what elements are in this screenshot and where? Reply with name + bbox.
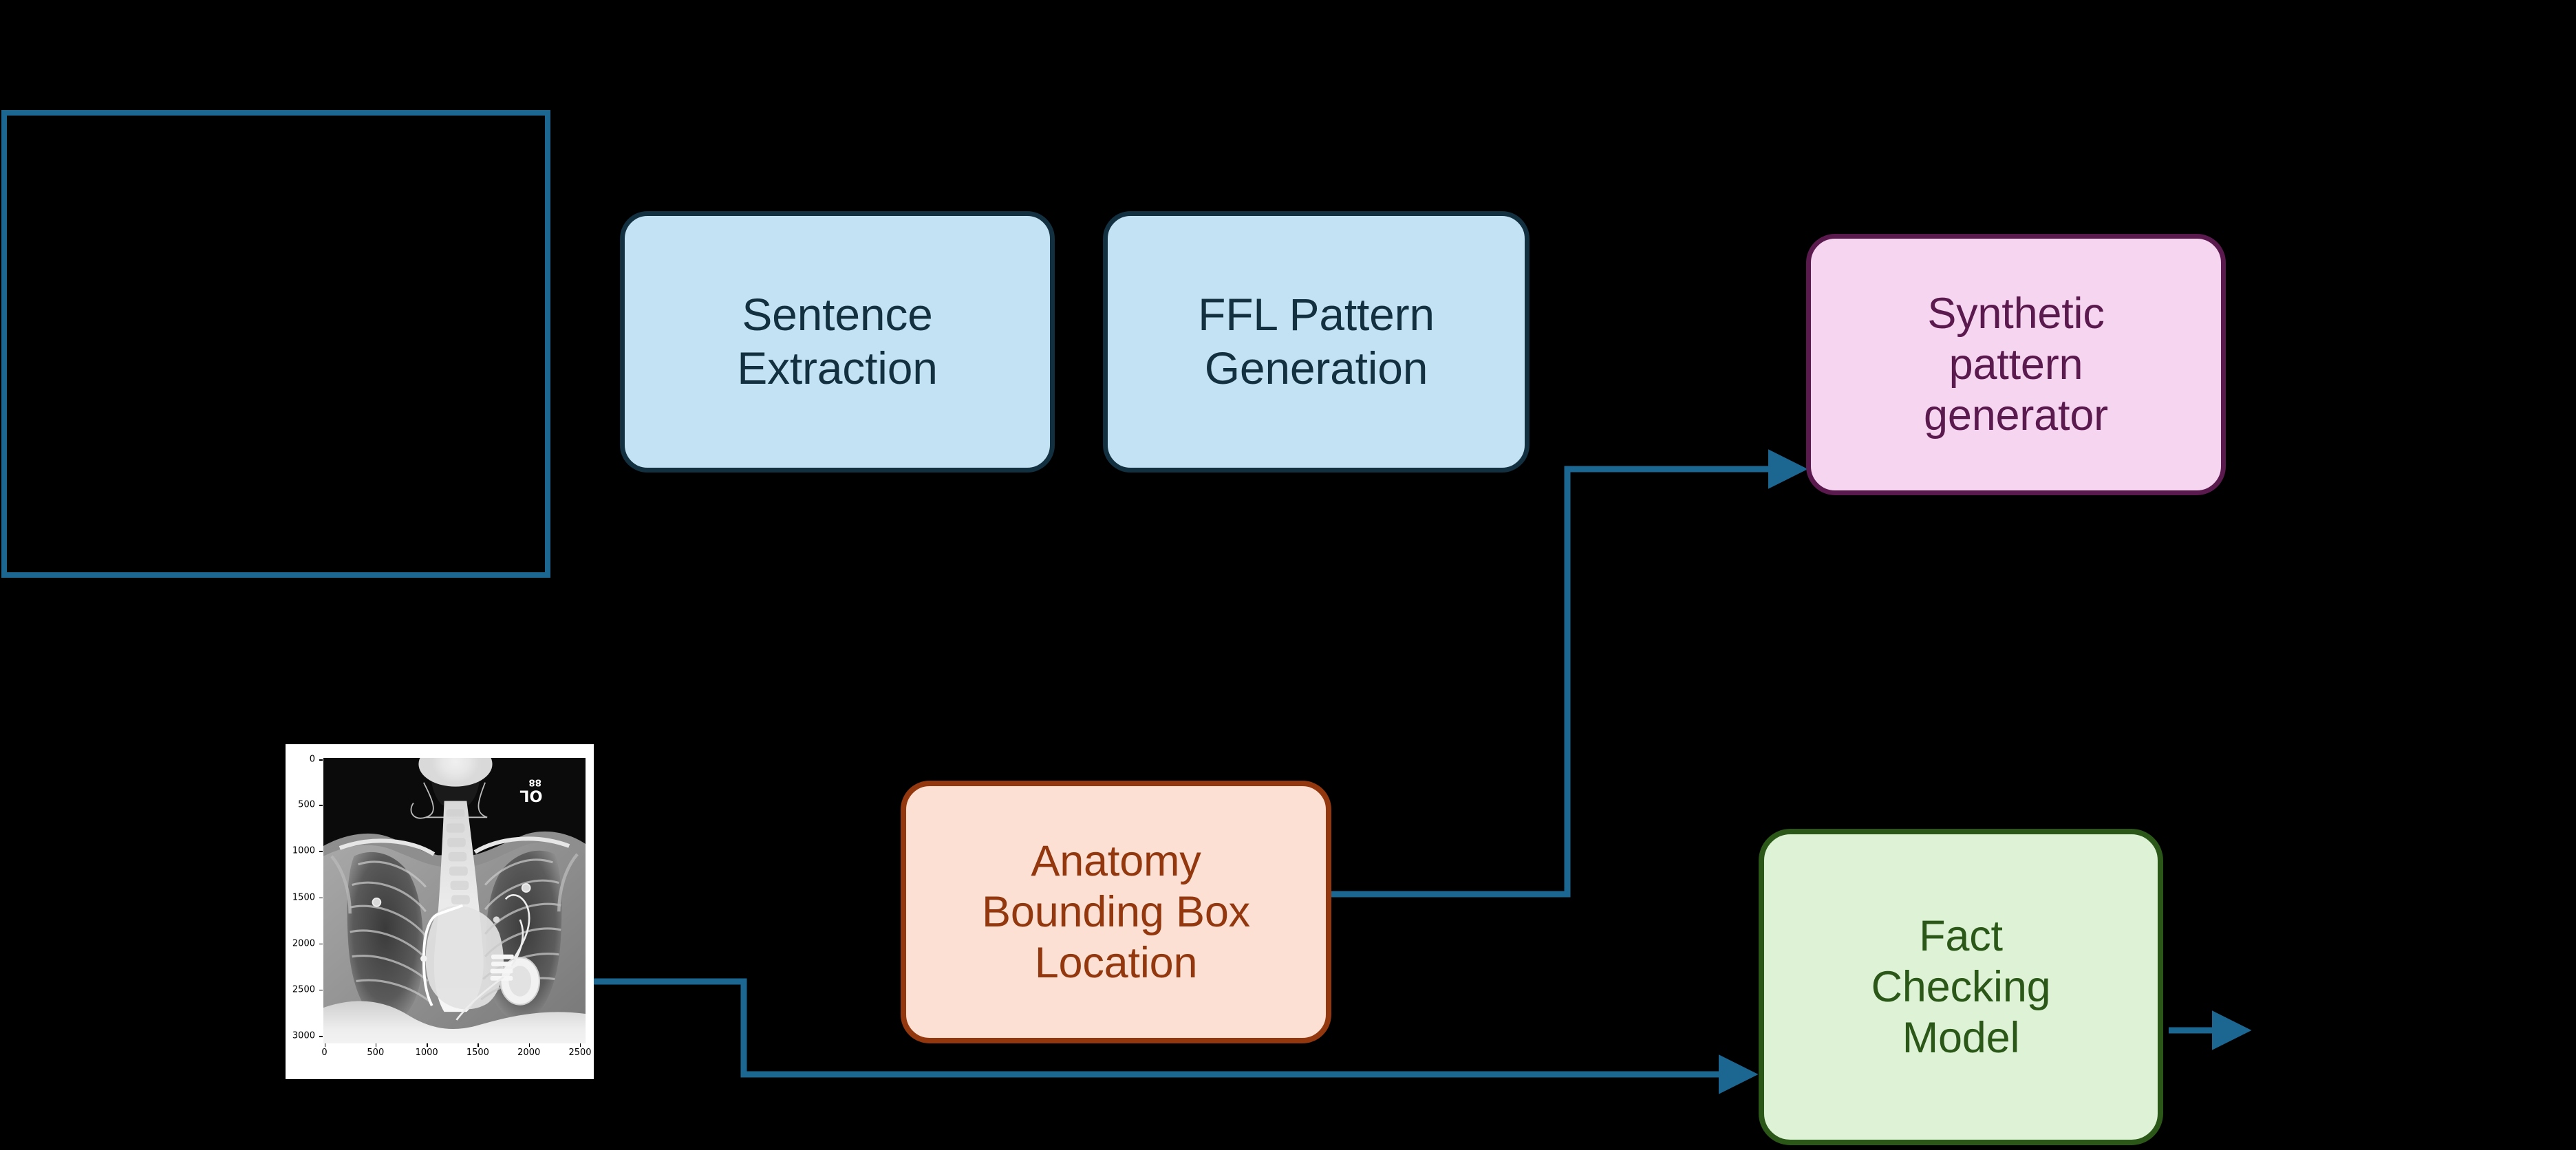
empty-placeholder-frame [1,110,550,578]
x-tick-0: 0 [321,1048,328,1058]
y-tick-1000: 1000 [292,845,315,856]
node-fact-checking-model-label: Fact Checking Model [1871,911,2051,1063]
x-tick-500: 500 [367,1048,385,1058]
x-tick-1000: 1000 [415,1048,438,1058]
node-sentence-extraction-label: Sentence Extraction [737,289,938,393]
xray-y-tickmarks [319,758,323,1043]
node-ffl-pattern-generation[interactable]: FFL Pattern Generation [1103,211,1530,473]
y-tick-1500: 1500 [292,892,315,903]
node-sentence-extraction[interactable]: Sentence Extraction [620,211,1055,473]
x-tick-2000: 2000 [517,1048,541,1058]
svg-text:88: 88 [528,777,541,787]
node-ffl-pattern-generation-label: FFL Pattern Generation [1198,289,1435,393]
node-anatomy-bounding-box-location-label: Anatomy Bounding Box Location [982,836,1250,988]
y-tick-500: 500 [298,799,315,810]
xray-y-axis: 0 500 1000 1500 2000 2500 3000 [283,754,319,1043]
connector-anatomy-to-synthetic [1331,449,1808,898]
svg-text:OL: OL [519,787,542,805]
node-anatomy-bounding-box-location[interactable]: Anatomy Bounding Box Location [901,781,1331,1043]
y-tick-0: 0 [309,754,315,765]
xray-x-axis: 0 500 1000 1500 2000 2500 [321,1045,591,1061]
y-tick-2500: 2500 [292,984,315,995]
node-synthetic-pattern-generator[interactable]: Synthetic pattern generator [1806,234,2226,495]
xray-image: OL 88 [323,758,586,1043]
node-synthetic-pattern-generator-label: Synthetic pattern generator [1924,289,2108,440]
node-fact-checking-model[interactable]: Fact Checking Model [1759,829,2163,1145]
y-tick-2000: 2000 [292,938,315,949]
y-tick-3000: 3000 [292,1030,315,1041]
x-tick-1500: 1500 [466,1048,489,1058]
xray-x-tickmarks [323,1043,586,1048]
x-tick-2500: 2500 [568,1048,592,1058]
chest-xray-figure[interactable]: 0 500 1000 1500 2000 2500 3000 [286,744,594,1079]
xray-plot-area: 0 500 1000 1500 2000 2500 3000 [292,755,592,1058]
